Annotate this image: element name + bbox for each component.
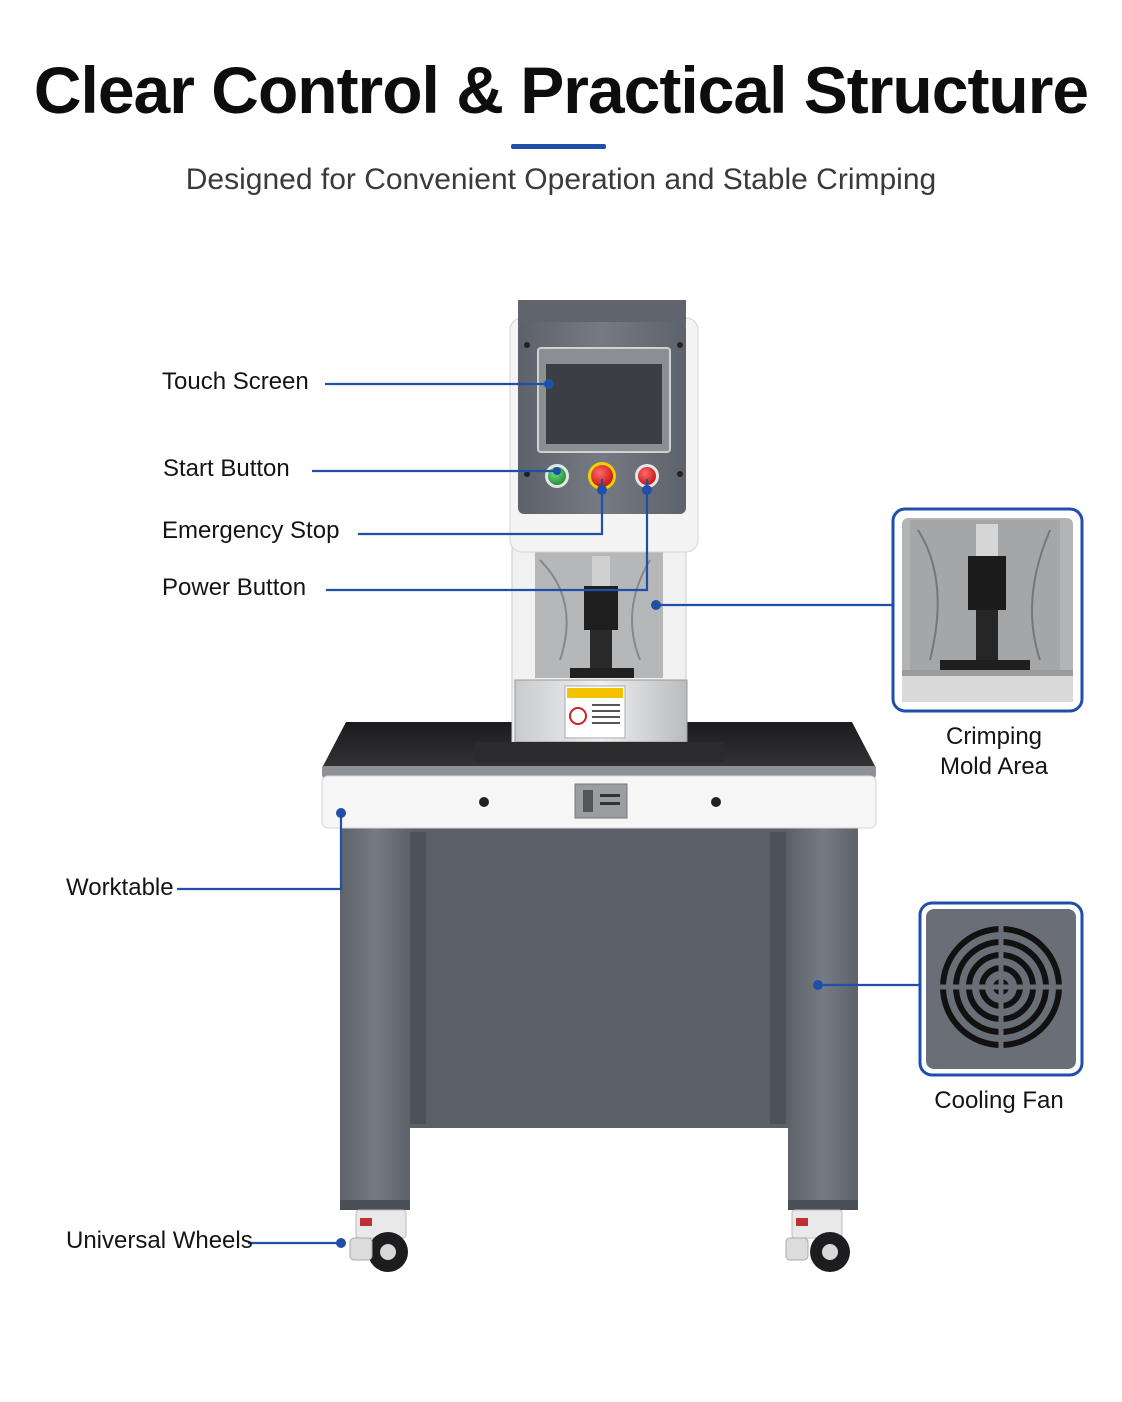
page-title: Clear Control & Practical Structure [33,53,1089,127]
label-worktable: Worktable [66,874,174,901]
page-subtitle: Designed for Convenient Operation and St… [185,163,937,196]
label-touch-screen: Touch Screen [162,368,309,395]
label-universal-wheels: Universal Wheels [66,1227,253,1254]
wheel-right [785,1209,850,1272]
label-power-button: Power Button [162,574,307,601]
press-head [474,300,724,762]
label-cooling-fan: Cooling Fan [934,1087,1064,1114]
cooling-fan-inset [918,901,1084,1077]
label-start-button: Start Button [163,455,290,482]
label-crimping-mold-area-line2: Mold Area [939,753,1049,780]
callout-dots [336,379,823,1248]
label-crimping-mold-area: Crimping Mold Area [894,722,1094,782]
label-emergency-stop: Emergency Stop [162,517,340,544]
callout-lines [177,382,920,1245]
cabinet [340,828,858,1210]
crimping-mold-area-inset [891,507,1084,713]
title-underline [511,144,606,149]
wheel-left [349,1209,408,1272]
worktable [321,722,877,829]
label-crimping-mold-area-line1: Crimping [945,723,1043,750]
